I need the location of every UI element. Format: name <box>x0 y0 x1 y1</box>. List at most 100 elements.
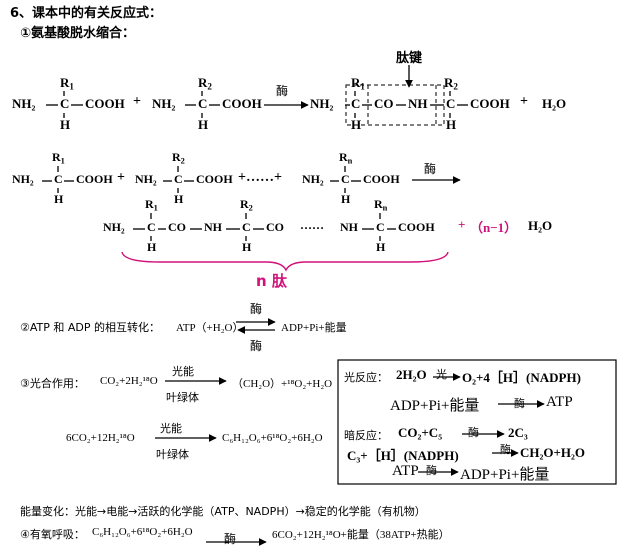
brace-line <box>121 251 449 272</box>
atp-hydrolysis-left: ATP <box>392 463 419 479</box>
r1-group: R1 <box>60 75 74 92</box>
r1-group: R1 <box>351 75 365 92</box>
r2-group: R2 <box>240 197 253 213</box>
photosynthesis-title: ③光合作用： <box>20 377 85 390</box>
section-heading: 6、课本中的有关反应式： <box>10 6 163 21</box>
alpha-carbon: C <box>242 220 251 234</box>
amine-group: NH₂ <box>103 220 125 234</box>
plus-sign: + <box>117 170 125 185</box>
plus-sign: + <box>520 94 528 109</box>
dark-reaction-left: CO₂+C₅ <box>398 425 443 440</box>
dark-reaction-right: 2C₃ <box>508 425 528 440</box>
atp-synthesis-right: ATP <box>546 394 573 410</box>
atp-synthesis-left: ADP+Pi+能量 <box>390 398 480 414</box>
ellipsis: …… <box>300 218 324 232</box>
alpha-carbon: C <box>351 96 361 111</box>
carbonyl-group: CO <box>374 96 394 111</box>
enzyme-label: 酶 <box>468 426 479 439</box>
carbonyl-group: CO <box>168 220 186 234</box>
alpha-carbon: C <box>341 172 350 186</box>
peptide-bond-label: 肽键 <box>396 51 423 66</box>
carboxyl-group: COOH <box>76 172 113 186</box>
hydrogen: H <box>376 240 386 254</box>
atp-hydrolysis-right: ADP+Pi+能量 <box>281 322 347 334</box>
alpha-carbon: C <box>60 96 70 111</box>
plus-sign: + <box>458 217 466 232</box>
rn-group: Rn <box>374 197 388 213</box>
enzyme-label: 酶 <box>426 464 437 477</box>
r1-group: R1 <box>52 150 65 166</box>
carboxyl-group: COOH <box>470 96 510 111</box>
hydrogen: H <box>341 192 351 206</box>
light-reaction-left: 2H₂O <box>396 367 427 382</box>
chloroplast-label: 叶绿体 <box>156 448 189 461</box>
enzyme-label: 酶 <box>500 443 511 456</box>
imine-group: NH <box>340 220 358 234</box>
water: H₂O <box>528 218 553 233</box>
r2-group: R2 <box>198 75 212 92</box>
alpha-carbon: C <box>147 220 156 234</box>
enzyme-label: 酶 <box>276 84 289 98</box>
water: H₂O <box>542 96 567 111</box>
photosynthesis-eq1-left: CO₂+2H₂¹⁸O <box>100 375 158 387</box>
amine-group: NH₂ <box>152 96 176 111</box>
dehydration-title: ①氨基酸脱水缩合： <box>20 26 136 41</box>
respiration-title: ④有氧呼吸： <box>20 528 85 541</box>
reduction-right: CH₂O+H₂O <box>520 445 586 460</box>
photosynthesis-eq2-left: 6CO₂+12H₂¹⁸O <box>66 432 135 444</box>
dark-reaction-label: 暗反应： <box>344 429 388 442</box>
amine-group: NH₂ <box>302 172 324 186</box>
r1-group: R1 <box>145 197 158 213</box>
alpha-carbon: C <box>54 172 63 186</box>
chloroplast-label: 叶绿体 <box>166 391 199 404</box>
amine-group: NH₂ <box>135 172 157 186</box>
alpha-carbon: C <box>174 172 183 186</box>
imine-group: NH <box>408 96 428 111</box>
ellipsis-plus: +……+ <box>238 170 282 185</box>
carbonyl-group: CO <box>266 220 284 234</box>
atp-adp-title: ②ATP 和 ADP 的相互转化： <box>20 321 161 334</box>
peptide-bond-box <box>345 84 445 126</box>
imine-group: NH <box>204 220 222 234</box>
alpha-carbon: C <box>376 220 385 234</box>
respiration-right: 6CO₂+12H₂¹⁸O+能量（38ATP+热能） <box>272 529 450 541</box>
carboxyl-group: COOH <box>196 172 233 186</box>
photosynthesis-eq2-right: C₆H₁₂O₆+6¹⁸O₂+6H₂O <box>222 432 323 444</box>
hydrogen: H <box>242 240 252 254</box>
r2-group: R2 <box>444 75 458 92</box>
atp-hydrolysis-right: ADP+Pi+能量 <box>460 467 550 483</box>
atp-hydrolysis-left: ATP（+H₂O） <box>176 322 244 334</box>
light-reaction-right: O₂+4［H］(NADPH) <box>462 370 581 385</box>
carboxyl-group: COOH <box>398 220 435 234</box>
carboxyl-group: COOH <box>222 96 262 111</box>
amine-group: NH₂ <box>12 172 34 186</box>
energy-change-line: 能量变化：光能→电能→活跃的化学能（ATP、NADPH）→稳定的化学能（有机物） <box>20 505 426 518</box>
alpha-carbon: C <box>446 96 456 111</box>
enzyme-label: 酶 <box>250 302 263 316</box>
enzyme-label: 酶 <box>250 339 263 353</box>
photosynthesis-box <box>337 359 617 485</box>
light-energy-label: 光能 <box>160 422 182 435</box>
carboxyl-group: COOH <box>363 172 400 186</box>
alpha-carbon: C <box>198 96 208 111</box>
photosynthesis-eq1-right: （CH₂O）+¹⁸O₂+H₂O <box>232 378 333 390</box>
amine-group: NH₂ <box>310 96 334 111</box>
hydrogen: H <box>198 117 209 132</box>
hydrogen: H <box>60 117 71 132</box>
hydrogen: H <box>446 117 457 132</box>
amine-group: NH₂ <box>12 96 36 111</box>
carboxyl-group: COOH <box>85 96 125 111</box>
hydrogen: H <box>147 240 157 254</box>
r2-group: R2 <box>172 150 185 166</box>
light-energy-label: 光能 <box>172 365 194 378</box>
hydrogen: H <box>174 192 184 206</box>
light-reaction-label: 光反应： <box>344 371 388 384</box>
hydrogen: H <box>54 192 64 206</box>
plus-sign: + <box>133 94 141 109</box>
enzyme-label: 酶 <box>424 162 437 176</box>
n-minus-one: （n−1） <box>470 220 518 235</box>
rn-group: Rn <box>339 150 353 166</box>
light-label: 光 <box>436 368 447 381</box>
reduction-left: C₃+［H］(NADPH) <box>347 448 459 463</box>
